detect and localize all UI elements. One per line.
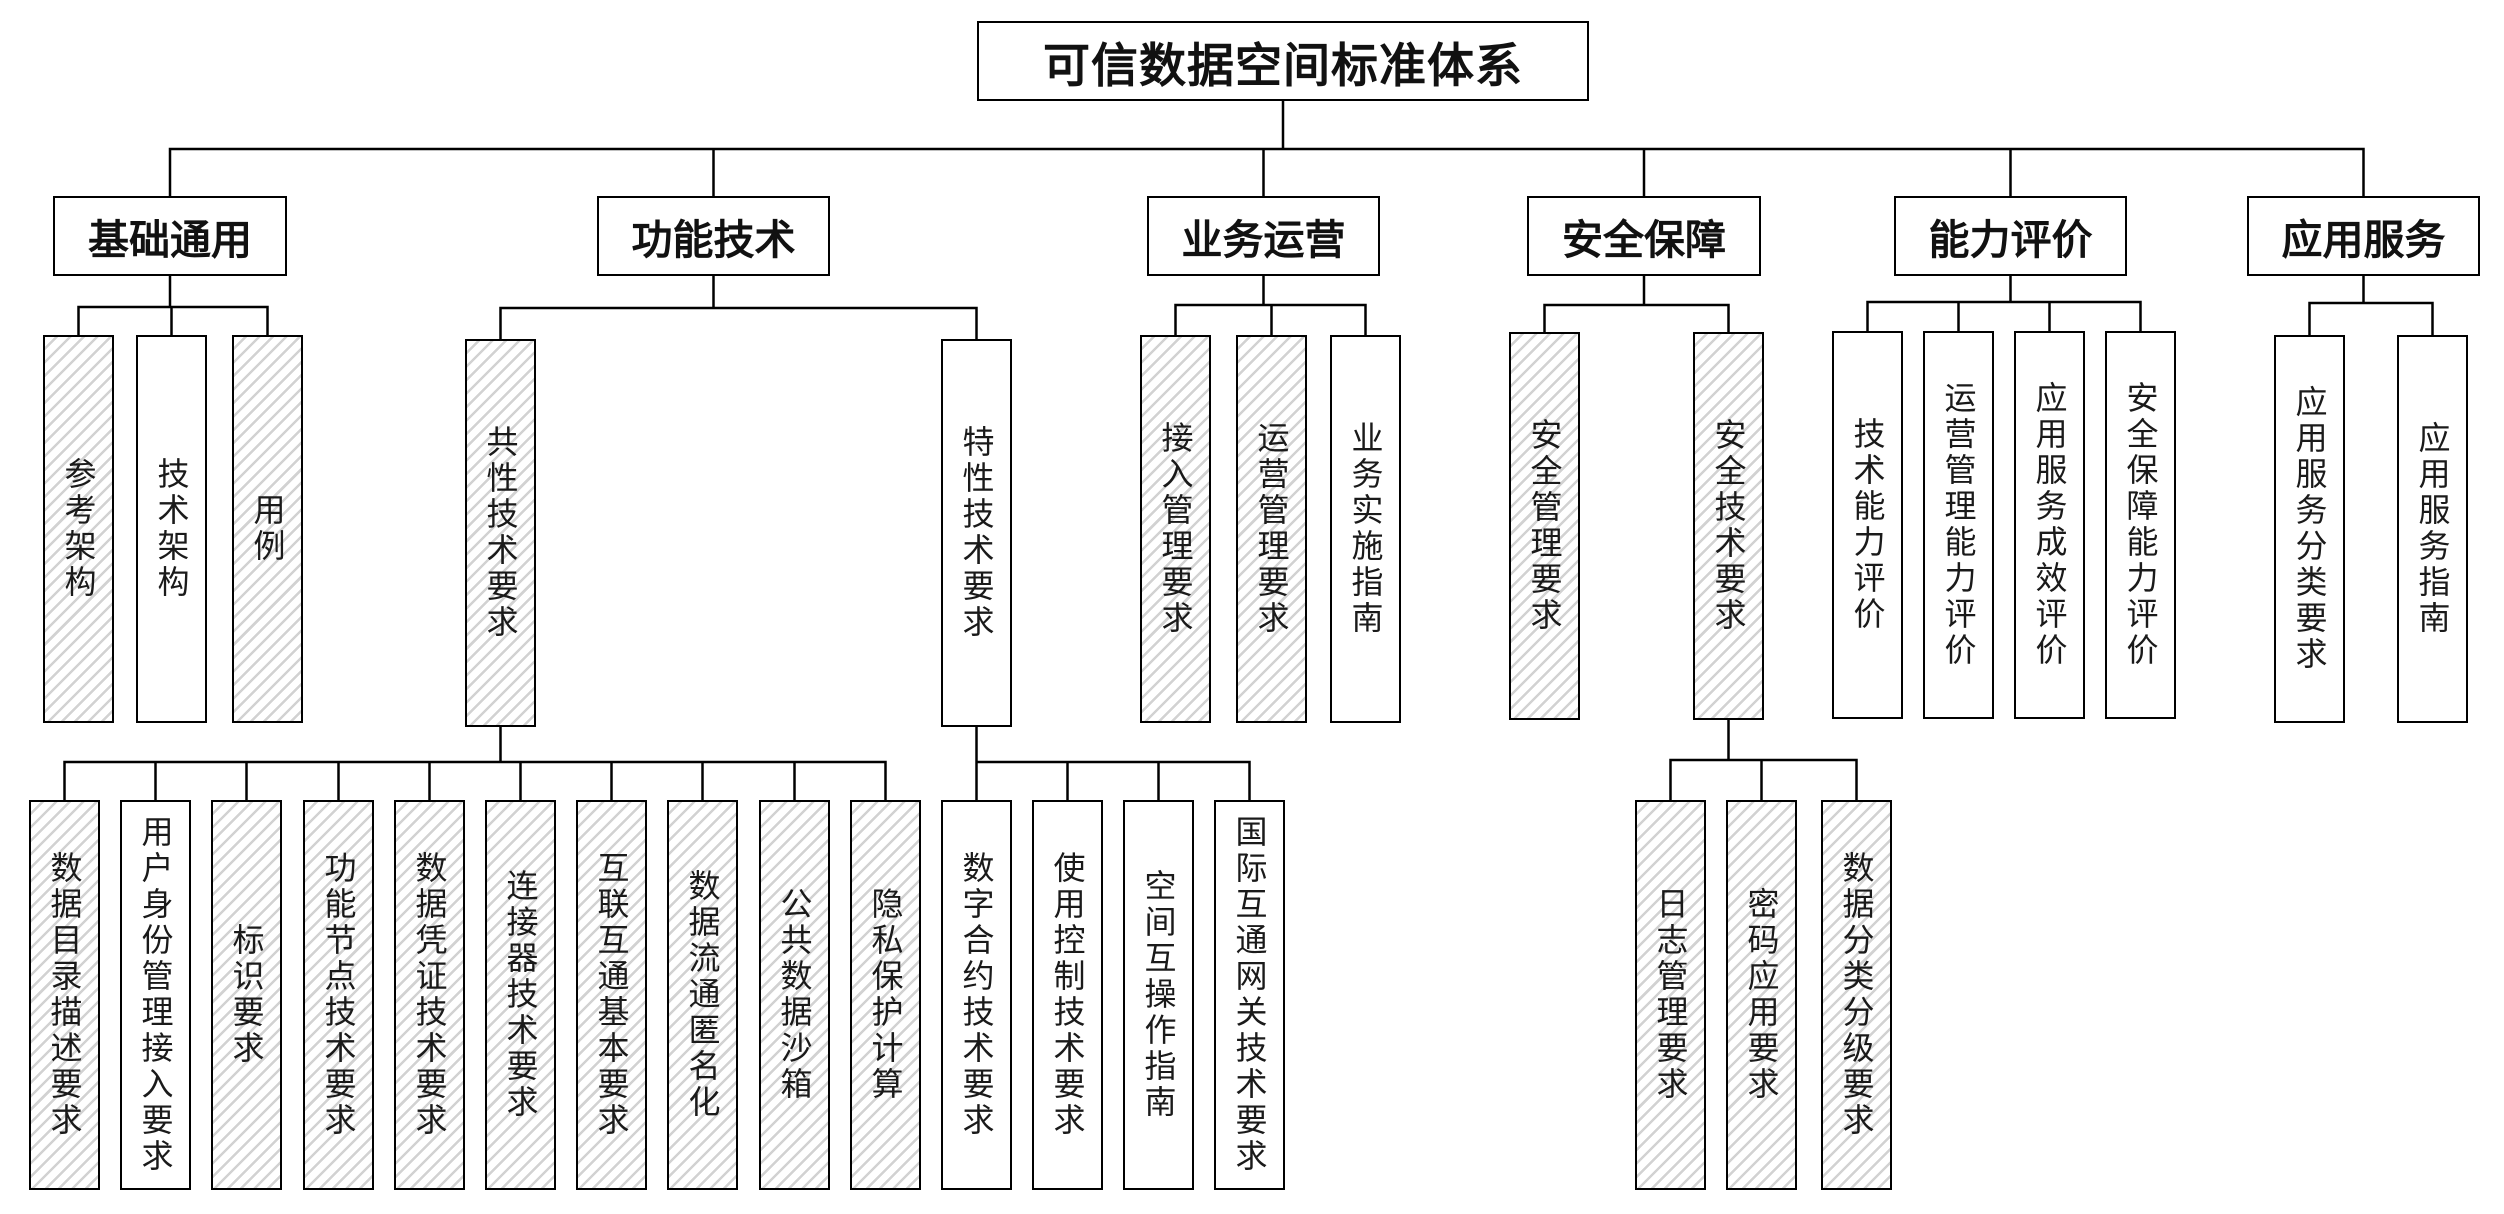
connector-application-services bbox=[2308, 274, 2434, 337]
node-technical-capability-evaluation: 技术能力评价 bbox=[1832, 331, 1903, 719]
node-space-interoperability-guide: 空间互操作指南 bbox=[1123, 800, 1194, 1190]
category-security-assurance: 安全保障 bbox=[1527, 196, 1761, 276]
node-security-management-requirements: 安全管理要求 bbox=[1509, 332, 1580, 720]
node-usage-control-tech-req: 使用控制技术要求 bbox=[1032, 800, 1103, 1190]
node-reference-architecture: 参考架构 bbox=[43, 335, 114, 723]
connector-specific-tech bbox=[975, 725, 1251, 802]
node-connector-tech-req: 连接器技术要求 bbox=[485, 800, 556, 1190]
node-data-classification-grading-req: 数据分类分级要求 bbox=[1821, 800, 1892, 1190]
node-data-catalog-description-req: 数据目录描述要求 bbox=[29, 800, 100, 1190]
node-cryptography-application-req: 密码应用要求 bbox=[1726, 800, 1797, 1190]
connector-business-operations bbox=[1174, 274, 1367, 337]
connector-root bbox=[168, 99, 2365, 198]
node-international-gateway-tech-req: 国际互通网关技术要求 bbox=[1214, 800, 1285, 1190]
diagram-title: 可信数据空间标准体系 bbox=[977, 21, 1589, 101]
node-operations-management-requirements: 运营管理要求 bbox=[1236, 335, 1307, 723]
category-basic-general: 基础通用 bbox=[53, 196, 287, 276]
category-business-operations: 业务运营 bbox=[1147, 196, 1380, 276]
connector-common-tech bbox=[63, 725, 887, 802]
node-identifier-req: 标识要求 bbox=[211, 800, 282, 1190]
node-operations-capability-evaluation: 运营管理能力评价 bbox=[1923, 331, 1994, 719]
node-functional-node-tech-req: 功能节点技术要求 bbox=[303, 800, 374, 1190]
node-user-identity-access-req: 用户身份管理接入要求 bbox=[120, 800, 191, 1190]
connector-functional-tech bbox=[499, 274, 978, 341]
node-common-tech-requirements: 共性技术要求 bbox=[465, 339, 536, 727]
node-security-tech-requirements: 安全技术要求 bbox=[1693, 332, 1764, 720]
node-public-data-sandbox: 公共数据沙箱 bbox=[759, 800, 830, 1190]
connector-capability-evaluation bbox=[1866, 274, 2142, 333]
node-interconnection-basic-req: 互联互通基本要求 bbox=[576, 800, 647, 1190]
category-functional-tech: 功能技术 bbox=[597, 196, 830, 276]
node-data-credential-tech-req: 数据凭证技术要求 bbox=[394, 800, 465, 1190]
node-business-implementation-guide: 业务实施指南 bbox=[1330, 335, 1401, 723]
connector-security-assurance bbox=[1543, 274, 1730, 334]
node-privacy-preserving-computation: 隐私保护计算 bbox=[850, 800, 921, 1190]
category-application-services: 应用服务 bbox=[2247, 196, 2480, 276]
connector-security-tech bbox=[1669, 718, 1858, 802]
connector-basic-general bbox=[77, 274, 269, 337]
category-capability-evaluation: 能力评价 bbox=[1894, 196, 2127, 276]
node-digital-contract-tech-req: 数字合约技术要求 bbox=[941, 800, 1012, 1190]
node-service-classification-requirements: 应用服务分类要求 bbox=[2274, 335, 2345, 723]
node-log-management-req: 日志管理要求 bbox=[1635, 800, 1706, 1190]
node-application-service-guide: 应用服务指南 bbox=[2397, 335, 2468, 723]
node-specific-tech-requirements: 特性技术要求 bbox=[941, 339, 1012, 727]
node-service-effectiveness-evaluation: 应用服务成效评价 bbox=[2014, 331, 2085, 719]
node-data-circulation-anonymization: 数据流通匿名化 bbox=[667, 800, 738, 1190]
node-use-cases: 用例 bbox=[232, 335, 303, 723]
node-technical-architecture: 技术架构 bbox=[136, 335, 207, 723]
node-access-management-requirements: 接入管理要求 bbox=[1140, 335, 1211, 723]
node-security-capability-evaluation: 安全保障能力评价 bbox=[2105, 331, 2176, 719]
